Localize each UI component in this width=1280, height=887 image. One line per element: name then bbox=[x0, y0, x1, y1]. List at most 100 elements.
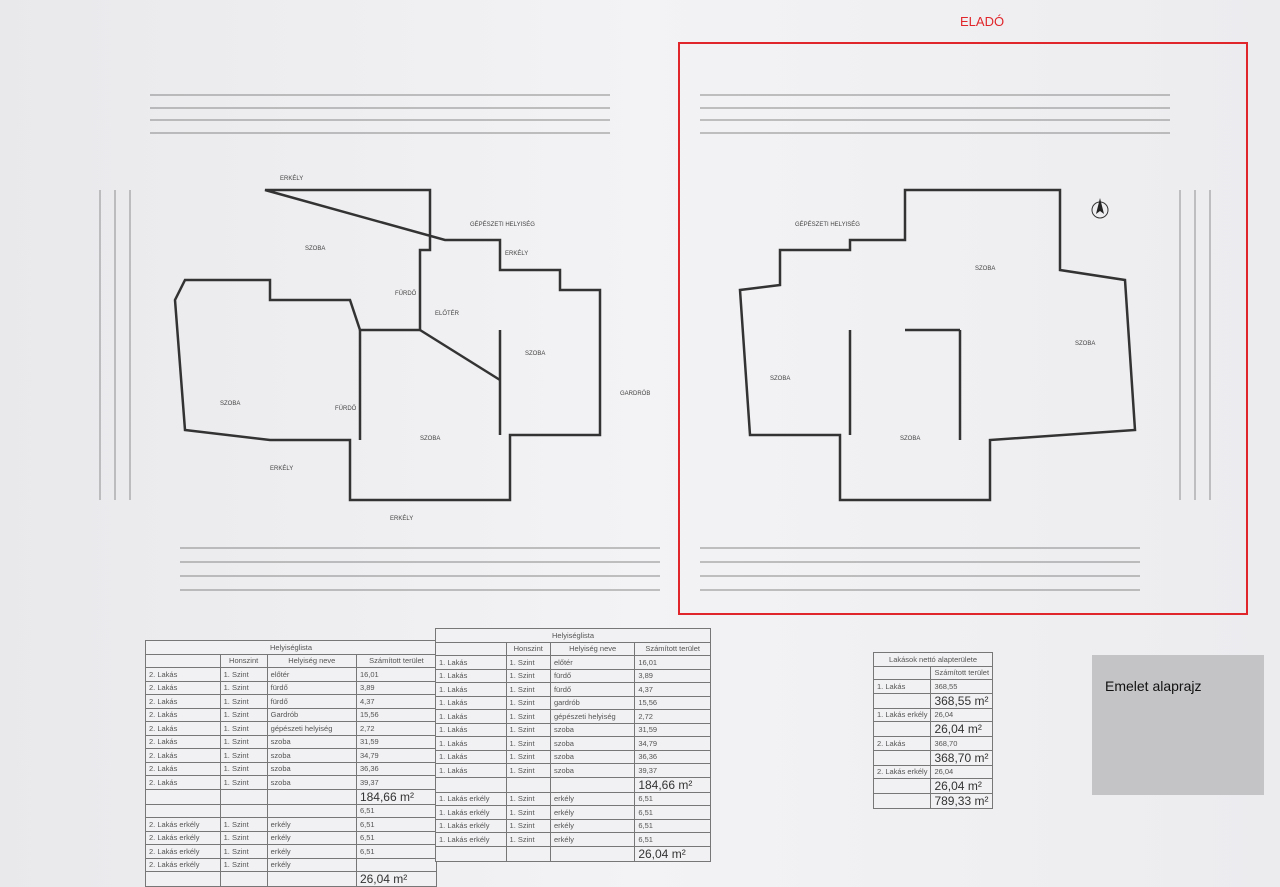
room-label: GÉPÉSZETI HELYISÉG bbox=[470, 221, 535, 228]
caption-text: Emelet alaprajz bbox=[1105, 678, 1202, 694]
table-cell: 31,59 bbox=[355, 734, 438, 749]
table-cell: 39,37 bbox=[634, 763, 711, 778]
table-cell: 1. Szint bbox=[219, 721, 268, 736]
table-cell: szoba bbox=[549, 749, 636, 764]
summary-total-row: 368,70 m² bbox=[872, 749, 994, 766]
col-header: Számított terület bbox=[930, 665, 994, 680]
table-cell: 6,51 bbox=[634, 805, 711, 820]
subtotal: 184,66 m² bbox=[634, 776, 711, 793]
summary-total-row: 26,04 m² bbox=[872, 778, 994, 794]
table-cell: 6,51 bbox=[355, 817, 438, 832]
table-cell: szoba bbox=[266, 734, 357, 749]
table-cell: 1. Szint bbox=[219, 761, 268, 776]
compass-icon bbox=[1091, 198, 1109, 219]
room-label: SZOBA bbox=[1075, 341, 1095, 347]
table-cell: 1. Szint bbox=[219, 707, 268, 722]
room-label: SZOBA bbox=[975, 266, 995, 272]
table-cell: 2. Lakás bbox=[145, 694, 221, 709]
table-cell: 1. Szint bbox=[219, 817, 268, 832]
table-cell: szoba bbox=[549, 763, 636, 778]
table-cell: 6,51 bbox=[355, 803, 438, 818]
table-cell: 1. Szint bbox=[219, 680, 268, 695]
table-cell: 15,56 bbox=[355, 707, 438, 722]
table-cell: erkély bbox=[549, 805, 636, 820]
table-cell: erkély bbox=[266, 830, 357, 845]
subtotal-row: 26,04 m² bbox=[435, 845, 711, 862]
net-area-summary-table: Lakások nettó alapterülete Számított ter… bbox=[872, 652, 994, 809]
caption-box: Emelet alaprajz bbox=[1092, 655, 1264, 795]
room-label: GÉPÉSZETI HELYISÉG bbox=[795, 221, 860, 228]
summary-label: 1. Lakás bbox=[872, 679, 932, 694]
summary-total: 26,04 m² bbox=[930, 778, 994, 794]
room-label: ERKÉLY bbox=[390, 515, 413, 522]
summary-label: 1. Lakás erkély bbox=[872, 707, 932, 722]
table-cell: 2. Lakás erkély bbox=[145, 844, 221, 859]
table-cell: előtér bbox=[266, 667, 357, 682]
room-label: SZOBA bbox=[305, 246, 325, 252]
subtotal-row: 184,66 m² bbox=[145, 788, 438, 805]
table-cell: 31,59 bbox=[634, 722, 711, 737]
table-cell: 2. Lakás bbox=[145, 667, 221, 682]
table-cell: 2. Lakás bbox=[145, 775, 221, 790]
table-cell: 1. Lakás bbox=[435, 736, 507, 751]
table-cell: 6,51 bbox=[634, 832, 711, 847]
room-label: SZOBA bbox=[525, 351, 545, 357]
subtotal-row: 26,04 m² bbox=[145, 871, 438, 887]
table-cell: erkély bbox=[266, 857, 357, 872]
table-cell bbox=[266, 803, 357, 818]
table-cell: 1. Lakás bbox=[435, 668, 507, 683]
table-cell: 1. Szint bbox=[505, 791, 551, 806]
table-cell: 4,37 bbox=[634, 682, 711, 697]
summary-total: 368,70 m² bbox=[930, 749, 994, 766]
table-cell: 2. Lakás bbox=[145, 734, 221, 749]
table-cell: 1. Szint bbox=[219, 748, 268, 763]
table-cell: 36,36 bbox=[634, 749, 711, 764]
room-label: ERKÉLY bbox=[505, 250, 528, 257]
table-title: Helyiséglista bbox=[145, 640, 437, 655]
for-sale-highlight-frame bbox=[678, 42, 1248, 615]
table-cell: 2,72 bbox=[355, 721, 438, 736]
table-cell: fürdő bbox=[266, 694, 357, 709]
table-cell: 1. Szint bbox=[505, 736, 551, 751]
table-cell: 1. Szint bbox=[219, 844, 268, 859]
table-cell bbox=[145, 803, 221, 818]
table-cell: 3,89 bbox=[355, 680, 438, 695]
table-cell: szoba bbox=[266, 775, 357, 790]
summary-value: 368,70 bbox=[930, 736, 994, 751]
col-header: Helyiség neve bbox=[266, 653, 357, 668]
table-cell: 34,79 bbox=[634, 736, 711, 751]
summary-total: 26,04 m² bbox=[930, 721, 994, 737]
table-cell: 2. Lakás bbox=[145, 707, 221, 722]
table-cell: 6,51 bbox=[355, 844, 438, 859]
table-cell: 1. Szint bbox=[219, 667, 268, 682]
table-cell: 1. Lakás erkély bbox=[435, 805, 507, 820]
table-cell: 1. Lakás bbox=[435, 722, 507, 737]
table-cell: 1. Szint bbox=[219, 734, 268, 749]
table-cell: 1. Szint bbox=[505, 763, 551, 778]
table-cell: erkély bbox=[266, 817, 357, 832]
subtotal: 26,04 m² bbox=[355, 871, 438, 887]
table-cell: 1. Szint bbox=[505, 655, 551, 670]
summary-value: 26,04 bbox=[930, 764, 994, 779]
table-cell: fürdő bbox=[549, 682, 636, 697]
table-cell: gépészeti helyiség bbox=[266, 721, 357, 736]
room-label: FÜRDŐ bbox=[395, 290, 417, 297]
table-cell: szoba bbox=[549, 736, 636, 751]
table-cell: erkély bbox=[549, 791, 636, 806]
summary-total: 368,55 m² bbox=[930, 692, 994, 709]
table-cell: szoba bbox=[266, 761, 357, 776]
